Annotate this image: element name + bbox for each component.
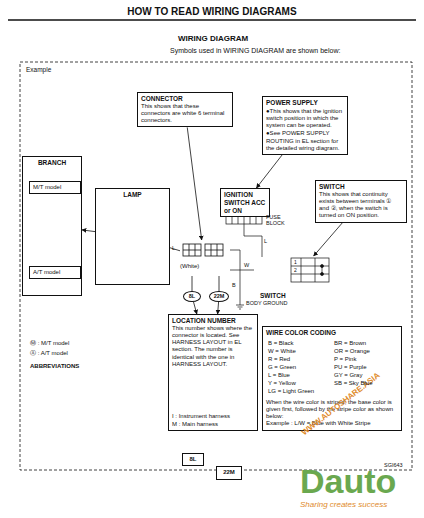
label: 1 <box>294 260 297 266</box>
label: B <box>232 282 236 288</box>
ignition-switch: IGNITION SWITCH ACC or ON <box>220 188 270 217</box>
heading: M/T model <box>33 184 77 191</box>
label: Ⓜ : M/T model <box>30 340 69 347</box>
connector-pair: (White) <box>180 240 228 276</box>
heading: SWITCH <box>260 292 286 300</box>
body-text: ●See POWER SUPPLY ROUTING in EL section … <box>266 130 344 152</box>
body-text: This shows that these connectors are whi… <box>141 103 229 125</box>
label: I : Instrument harness <box>172 413 230 420</box>
table-cell: G = Green <box>268 364 296 371</box>
callout-box: SWITCHThis shows that continuity exists … <box>315 180 407 223</box>
table-cell: P = Pink <box>334 356 356 363</box>
label: Ⓐ : A/T model <box>30 350 68 357</box>
heading: IGNITION SWITCH ACC or ON <box>224 191 266 214</box>
location-callout: 22M <box>209 291 229 302</box>
table-cell: Y = Yellow <box>268 380 296 387</box>
heading: WIRE COLOR CODING <box>266 329 398 337</box>
body-text: This number shows where the connector is… <box>172 325 254 368</box>
body-text: Example : L/W = Blue with White Stripe <box>266 420 398 427</box>
heading: A/T model <box>33 269 77 276</box>
wires <box>226 209 262 309</box>
table-cell: R = Red <box>268 356 290 363</box>
table-cell: OR = Orange <box>334 348 370 355</box>
heading: 22M <box>210 292 228 301</box>
branch-box: BRANCH M/T modelA/T model <box>22 156 82 296</box>
table-cell: LG = Light Green <box>268 388 314 395</box>
heading: 8L <box>186 456 200 463</box>
leader-arrow <box>256 155 282 188</box>
heading: CONNECTOR <box>141 95 229 103</box>
table-cell: B = Black <box>268 340 294 347</box>
label: M : Main harness <box>172 421 218 428</box>
label: FUSE BLOCK <box>266 214 290 227</box>
heading: 8L <box>184 292 200 301</box>
label: WIRING DIAGRAM <box>178 34 248 43</box>
model-box: M/T model <box>29 181 81 194</box>
location-callout: 8L <box>183 291 201 302</box>
watermark: Sharing creates success <box>300 500 387 509</box>
heading: POWER SUPPLY <box>266 99 344 107</box>
table-cell: W = White <box>268 348 296 355</box>
leader-arrow <box>217 302 219 314</box>
table-cell: SB = Sky Blue <box>334 380 373 387</box>
heading: BRANCH <box>26 159 78 167</box>
table-cell: BR = Brown <box>334 340 366 347</box>
leader-arrow <box>187 127 201 240</box>
label: Example <box>26 66 51 73</box>
frame <box>8 20 416 470</box>
location-tag: 22M <box>216 466 242 479</box>
heading: (White) <box>180 263 199 270</box>
callout-box: CONNECTORThis shows that these connector… <box>137 92 233 127</box>
leader-arrow <box>314 223 343 256</box>
leader-arrow <box>194 302 197 314</box>
table-cell: PU = Purple <box>334 364 367 371</box>
label: 2 <box>294 268 297 274</box>
label: BODY GROUND <box>246 300 287 306</box>
label: L <box>264 238 267 244</box>
model-box: A/T model <box>29 266 81 279</box>
watermark: Dauto <box>300 462 396 501</box>
body-text: ●This shows that the ignition switch pos… <box>266 108 344 130</box>
leader-arrow <box>82 230 95 232</box>
label: L <box>172 245 175 251</box>
label: W <box>244 262 249 268</box>
body-text: This shows that continuity exists betwee… <box>319 191 403 220</box>
switch-symbol: SWITCH <box>252 256 332 306</box>
heading: LOCATION NUMBER <box>172 317 254 325</box>
label: Symbols used in WIRING DIAGRAM are shown… <box>170 47 340 55</box>
label: ABBREVIATIONS <box>30 363 79 370</box>
heading: LAMP <box>99 191 166 199</box>
heading: 22M <box>220 469 238 476</box>
page-title: HOW TO READ WIRING DIAGRAMS <box>0 6 424 18</box>
switch-drawing <box>291 258 329 282</box>
location-tag: 8L <box>182 453 204 466</box>
table-cell: L = Blue <box>268 372 290 379</box>
table-cell: GY = Gray <box>334 372 362 379</box>
callout-box: POWER SUPPLY●This shows that the ignitio… <box>262 96 348 155</box>
heading: SWITCH <box>319 183 403 191</box>
lamp-box: LAMP <box>95 188 170 285</box>
